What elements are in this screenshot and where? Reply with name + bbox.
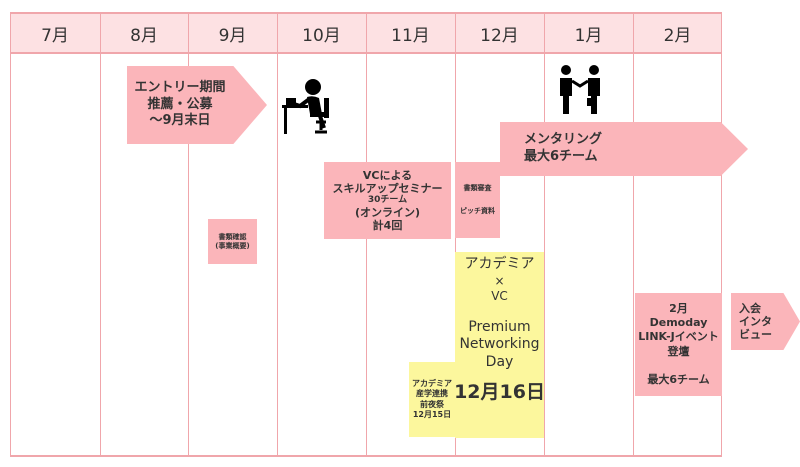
mentoring-line-1: メンタリング: [524, 132, 603, 148]
academia-pre-event-box: アカデミア 産学連携 前夜祭 12月15日: [409, 362, 455, 437]
demoday-box: 2月 Demoday LINK-Jイベント 登壇 最大6チーム: [635, 293, 722, 396]
interview-arrow: 入会 インタ ビュー: [731, 293, 800, 350]
doc-check-line-2: (事業概要): [215, 241, 250, 250]
premium-line-7: Day: [485, 353, 514, 370]
premium-date: 12月16日: [454, 381, 545, 403]
month-jul: 7月: [41, 25, 69, 46]
premium-line-5: Premium: [468, 318, 531, 335]
doc-check-line-1: 書類確認: [218, 232, 247, 241]
grid-line: [10, 12, 11, 456]
month-aug: 8月: [130, 25, 158, 46]
business-handshake-icon: [560, 65, 600, 114]
premium-networking-day-box: アカデミア × VC Premium Networking Day 12月16日: [454, 252, 545, 438]
demoday-line-6: 最大6チーム: [647, 373, 710, 387]
document-check-box: 書類確認 (事業概要): [208, 219, 257, 264]
entry-period-arrow: エントリー期間 推薦・公募 〜9月末日: [127, 66, 267, 144]
entry-line-1: エントリー期間: [134, 79, 226, 95]
pre-event-line-4: 12月15日: [412, 409, 452, 419]
bottom-border: [10, 455, 722, 457]
screening-line-1: 書類審査: [463, 184, 492, 193]
seminar-line-2: スキルアップセミナー: [332, 181, 443, 195]
premium-line-3: VC: [491, 288, 508, 303]
premium-line-4: [498, 304, 502, 319]
seminar-line-4: (オンライン): [354, 205, 421, 219]
month-oct: 10月: [302, 25, 341, 46]
interview-line-2: インタ: [739, 314, 772, 328]
demoday-line-2: Demoday: [649, 315, 708, 329]
premium-line-1: アカデミア: [464, 256, 535, 272]
interview-line-1: 入会: [739, 301, 761, 315]
entry-line-2: 推薦・公募: [147, 96, 213, 112]
mentoring-line-2: 最大6チーム: [524, 149, 598, 164]
seminar-line-5: 計4回: [372, 219, 403, 233]
skillup-seminar-box: VCによる スキルアップセミナー 30チーム (オンライン) 計4回: [324, 162, 451, 239]
premium-line-6: Networking: [459, 336, 540, 352]
demoday-line-1: 2月: [669, 301, 688, 315]
premium-line-2: ×: [494, 273, 505, 288]
seminar-line-1: VCによる: [362, 168, 413, 182]
grid-line: [633, 12, 634, 456]
month-sep: 9月: [218, 25, 247, 46]
entry-line-3: 〜9月末日: [149, 113, 211, 129]
month-dec: 12月: [480, 25, 519, 46]
month-feb: 2月: [663, 25, 692, 46]
grid-line: [188, 12, 189, 456]
grid-line: [100, 12, 101, 456]
grid-line: [721, 12, 722, 456]
screening-line-3: ピッチ資料: [460, 206, 495, 215]
person-at-desk-icon: [282, 79, 329, 134]
month-nov: 11月: [391, 25, 430, 46]
screening-line-2: [476, 194, 478, 205]
mentoring-arrow: メンタリング 最大6チーム: [500, 122, 748, 176]
demoday-line-5: [677, 359, 681, 373]
pre-event-line-2: 産学連携: [416, 389, 448, 399]
interview-line-3: ビュー: [739, 328, 772, 342]
grid-line: [544, 12, 545, 456]
demoday-line-3: LINK-Jイベント: [638, 330, 719, 344]
grid-line: [277, 12, 278, 456]
pre-event-line-1: アカデミア: [412, 378, 452, 388]
seminar-line-3: 30チーム: [367, 195, 408, 206]
pre-event-line-3: 前夜祭: [420, 399, 444, 409]
document-screening-box: 書類審査 ピッチ資料: [455, 162, 500, 238]
month-jan: 1月: [574, 25, 603, 46]
demoday-line-4: 登壇: [667, 344, 690, 358]
